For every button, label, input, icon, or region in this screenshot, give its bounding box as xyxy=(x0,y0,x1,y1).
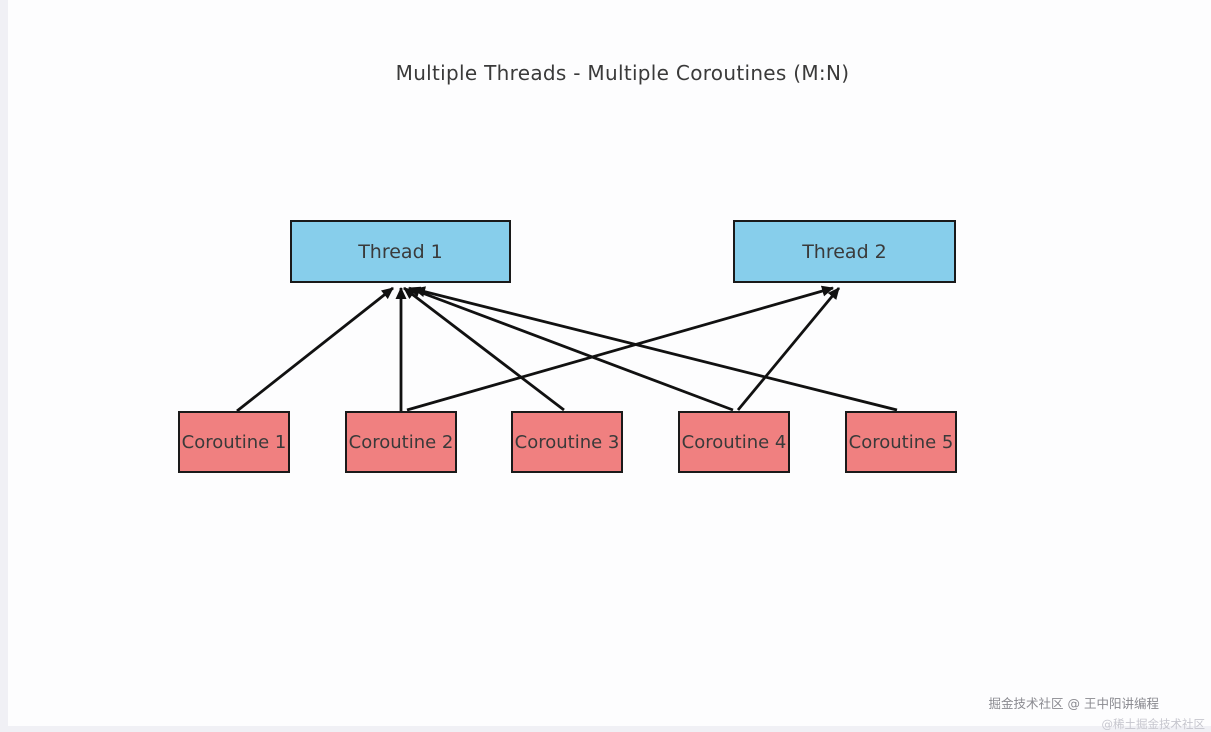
node-label: Coroutine 5 xyxy=(848,431,954,453)
node-coroutine-2: Coroutine 2 xyxy=(345,411,457,473)
edge-coroutine-2-to-thread-2 xyxy=(406,285,834,412)
edge-coroutine-4-to-thread-2 xyxy=(736,287,841,411)
node-label: Thread 2 xyxy=(802,240,887,263)
node-label: Coroutine 2 xyxy=(348,431,454,453)
node-thread-1: Thread 1 xyxy=(290,220,511,283)
node-coroutine-1: Coroutine 1 xyxy=(178,411,290,473)
edge-coroutine-3-to-thread-1 xyxy=(403,286,565,412)
left-margin-strip xyxy=(0,0,8,732)
node-coroutine-3: Coroutine 3 xyxy=(511,411,623,473)
edge-coroutine-1-to-thread-1 xyxy=(236,286,394,413)
edge-coroutine-5-to-thread-1 xyxy=(413,286,898,412)
node-label: Coroutine 4 xyxy=(681,431,787,453)
edge-coroutine-4-to-thread-1 xyxy=(408,286,734,412)
node-coroutine-5: Coroutine 5 xyxy=(845,411,957,473)
node-label: Coroutine 3 xyxy=(514,431,620,453)
bottom-margin-strip xyxy=(0,726,1211,732)
node-label: Coroutine 1 xyxy=(181,431,287,453)
node-coroutine-4: Coroutine 4 xyxy=(678,411,790,473)
watermark-community: 掘金技术社区 @ 王中阳讲编程 xyxy=(988,696,1159,711)
diagram-title: Multiple Threads - Multiple Coroutines (… xyxy=(395,61,850,85)
watermark-juejin: @稀土掘金技术社区 xyxy=(1101,717,1206,731)
node-label: Thread 1 xyxy=(358,240,443,263)
node-thread-2: Thread 2 xyxy=(733,220,956,283)
